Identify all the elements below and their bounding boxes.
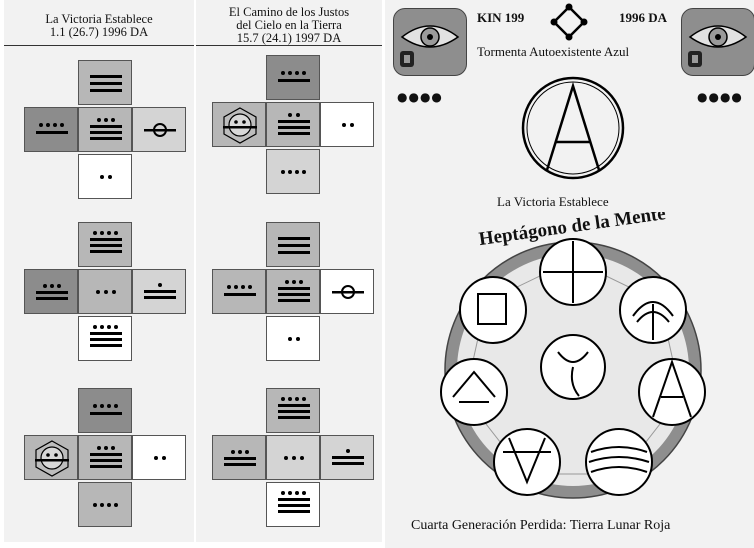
storm-seal-right (681, 8, 754, 76)
number-13-glyph (25, 270, 79, 315)
number-2-glyph (267, 317, 321, 362)
oracle-cross-2 (24, 222, 186, 362)
guide-cell (266, 222, 320, 267)
number-2-glyph (79, 155, 133, 200)
number-11-glyph (321, 436, 375, 481)
number-1-sun-glyph (321, 270, 375, 315)
destiny-cell (266, 269, 320, 314)
analog-cell (320, 102, 374, 147)
number-3-glyph (267, 436, 321, 481)
destiny-cell (266, 435, 320, 480)
analog-cell (320, 269, 374, 314)
analog-cell (132, 269, 186, 314)
number-18-glyph (79, 108, 133, 153)
oracle-cross-1 (24, 60, 186, 200)
number-9-glyph (79, 389, 133, 434)
middle-panel: El Camino de los Justos del Cielo en la … (196, 0, 382, 542)
kin-number: KIN 199 (477, 10, 524, 26)
occult-cell (78, 154, 132, 199)
left-panel: La Victoria Establece 1.1 (26.7) 1996 DA (4, 0, 194, 542)
victory-a-icon (517, 72, 629, 184)
number-4-dots-right: ●●●● (697, 90, 743, 104)
middle-panel-header: El Camino de los Justos del Cielo en la … (196, 6, 382, 45)
diamond-icon (549, 2, 589, 42)
oracle-cross-3 (212, 388, 374, 528)
number-2-glyph (321, 103, 375, 148)
oracle-cross-2 (212, 222, 374, 362)
oracle-cross-1 (212, 55, 374, 195)
footer-text: Cuarta Generación Perdida: Tierra Lunar … (411, 518, 670, 534)
guide-cell (266, 388, 320, 433)
storm-eye-icon (682, 9, 754, 75)
guide-cell (266, 55, 320, 100)
number-15-glyph (79, 61, 133, 106)
heptagon-diagram: Heptágono de la Mente (423, 212, 723, 512)
hexagon-seal-glyph (213, 103, 267, 148)
occult-cell (266, 316, 320, 361)
number-11-glyph (133, 270, 187, 315)
guide-cell (78, 222, 132, 267)
number-3-glyph (79, 270, 133, 315)
number-17-glyph (267, 103, 321, 148)
antipode-cell (212, 435, 266, 480)
destiny-cell (266, 102, 320, 147)
antipode-cell (24, 107, 78, 152)
left-panel-header: La Victoria Establece 1.1 (26.7) 1996 DA (4, 13, 194, 39)
number-15-glyph (267, 223, 321, 268)
number-9-glyph (213, 270, 267, 315)
number-9-glyph (267, 56, 321, 101)
oracle-cross-3 (24, 388, 186, 528)
antipode-cell (24, 435, 78, 480)
hexagon-seal-glyph (25, 436, 79, 481)
storm-eye-icon (394, 9, 466, 75)
number-19-glyph (267, 483, 321, 528)
analog-cell (132, 435, 186, 480)
occult-cell (78, 316, 132, 361)
left-header-rule (4, 45, 194, 46)
number-19-glyph (79, 223, 133, 268)
number-4-glyph (267, 150, 321, 195)
number-19-glyph (267, 389, 321, 434)
antipode-cell (212, 269, 266, 314)
middle-header-rule (196, 45, 382, 46)
number-2-glyph (133, 436, 187, 481)
guide-cell (78, 60, 132, 105)
number-19-glyph (79, 317, 133, 362)
right-panel: ●●●● ●●●● KIN 199 1996 DA Tormenta Autoe… (385, 0, 754, 548)
storm-seal-left (393, 8, 467, 76)
number-1-sun-glyph (133, 108, 187, 153)
number-4-dots-left: ●●●● (397, 90, 443, 104)
subtitle: La Victoria Establece (497, 194, 609, 210)
analog-cell (132, 107, 186, 152)
left-title-line2: 1.1 (26.7) 1996 DA (4, 26, 194, 39)
number-9-glyph (25, 108, 79, 153)
year-label: 1996 DA (619, 10, 667, 26)
number-18-glyph (79, 436, 133, 481)
occult-cell (78, 482, 132, 527)
destiny-cell (78, 435, 132, 480)
seal-name: Tormenta Autoexistente Azul (477, 44, 629, 60)
analog-cell (320, 435, 374, 480)
number-13-glyph (213, 436, 267, 481)
guide-cell (78, 388, 132, 433)
occult-cell (266, 149, 320, 194)
antipode-cell (24, 269, 78, 314)
destiny-cell (78, 107, 132, 152)
number-4-glyph (79, 483, 133, 528)
antipode-cell (212, 102, 266, 147)
number-18-glyph (267, 270, 321, 315)
middle-title-line3: 15.7 (24.1) 1997 DA (196, 32, 382, 45)
occult-cell (266, 482, 320, 527)
destiny-cell (78, 269, 132, 314)
